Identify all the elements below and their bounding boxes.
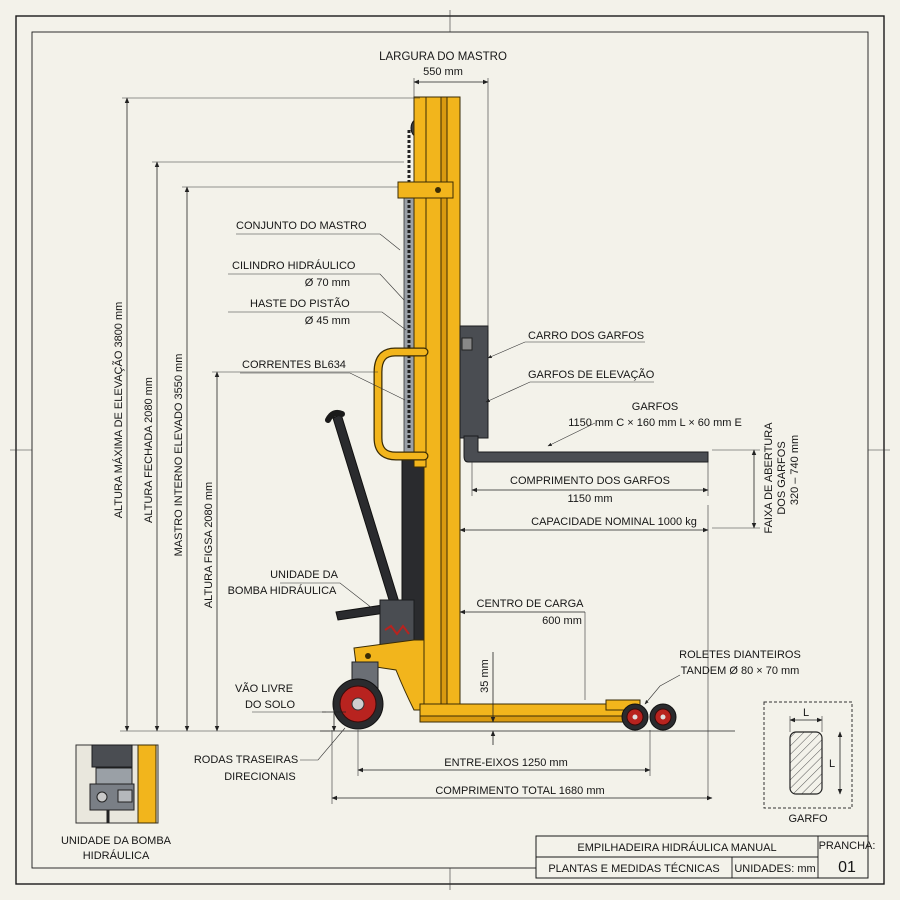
stacker-illustration — [325, 96, 709, 731]
cylinder-diameter-label: Ø 70 mm — [305, 277, 350, 289]
detail-pump-label-2: HIDRÁULICA — [83, 849, 150, 862]
closed-height-label: ALTURA FECHADA 2080 mm — [143, 377, 155, 523]
rated-capacity-label: CAPACIDADE NOMINAL 1000 kg — [531, 516, 697, 528]
fork-spread-value: 320 – 740 mm — [789, 435, 801, 505]
sheet-border — [10, 10, 890, 890]
chains-label: CORRENTES BL634 — [242, 359, 346, 371]
inner-mast — [413, 96, 427, 468]
front-rollers-label-2: TANDEM Ø 80 × 70 mm — [681, 665, 800, 677]
ground-clearance-label-1: VÃO LIVRE — [235, 682, 293, 695]
wheelbase-label: ENTRE-EIXOS 1250 mm — [444, 757, 567, 769]
extended-mast-label: MASTRO INTERNO ELEVADO 3550 mm — [173, 354, 185, 557]
mast-assembly-label: CONJUNTO DO MASTRO — [236, 220, 367, 232]
max-lift-height-label: ALTURA MÁXIMA DE ELEVAÇÃO 3800 mm — [112, 302, 125, 519]
fixed-height-label: ALTURA FIGSA 2080 mm — [203, 482, 215, 608]
overall-length-label: COMPRIMENTO TOTAL 1680 mm — [435, 785, 604, 797]
fork-section-title: GARFO — [788, 813, 828, 825]
piston-diameter-label: Ø 45 mm — [305, 315, 350, 327]
rear-chassis — [353, 639, 425, 711]
dimension-lines — [120, 78, 760, 804]
fork-length-title: COMPRIMENTO DOS GARFOS — [510, 475, 670, 487]
front-rollers-label-1: ROLETES DIANTEIROS — [679, 649, 801, 661]
load-center-value: 600 mm — [542, 615, 582, 627]
fork-section-width-letter: L — [803, 707, 809, 719]
fork-spread-label-1: FAIXA DE ABERTURA — [763, 422, 775, 534]
fork-spread-label-2: DOS GARFOS — [776, 441, 788, 514]
forks-dimensions: 1150 mm C × 160 mm L × 60 mm E — [568, 417, 742, 429]
lifting-fork — [463, 435, 709, 463]
pump-unit-detail: UNIDADE DA BOMBA HIDRÁULICA — [61, 744, 172, 862]
ground-clearance-label-2: DO SOLO — [245, 699, 296, 711]
fork-length-value: 1150 mm — [567, 493, 612, 505]
rear-wheels-label-1: RODAS TRASEIRAS — [194, 754, 298, 766]
fork-carriage-label: CARRO DOS GARFOS — [528, 330, 644, 342]
load-center-title: CENTRO DE CARGA — [477, 598, 585, 610]
pump-unit-label-1: UNIDADE DA — [270, 569, 339, 581]
fork-section-detail: L L GARFO — [763, 701, 853, 825]
pump-unit-label-2: BOMBA HIDRÁULICA — [228, 584, 337, 597]
front-tandem-rollers — [621, 703, 677, 731]
detail-pump-label-1: UNIDADE DA BOMBA — [61, 835, 172, 847]
title-block: EMPILHADEIRA HIDRÁULICA MANUAL PLANTAS E… — [535, 835, 876, 879]
rear-wheels-label-2: DIRECIONAIS — [224, 771, 296, 783]
mast-width-value: 550 mm — [423, 66, 463, 78]
mast-width-title: LARGURA DO MASTRO — [379, 51, 507, 63]
sheet-label: PRANCHA: — [819, 840, 876, 852]
clearance-value: 35 mm — [479, 659, 491, 693]
drawing-title: EMPILHADEIRA HIDRÁULICA MANUAL — [577, 841, 776, 854]
drawing-subtitle: PLANTAS E MEDIDAS TÉCNICAS — [548, 862, 719, 875]
piston-rod-label: HASTE DO PISTÃO — [250, 297, 350, 310]
forks-title: GARFOS — [632, 401, 678, 413]
sheet-number: 01 — [838, 859, 856, 876]
annotations: LARGURA DO MASTRO 550 mm CONJUNTO DO MAS… — [112, 51, 801, 797]
mast-crossbar — [397, 181, 454, 199]
rear-steering-wheel — [332, 661, 384, 730]
lifting-forks-label: GARFOS DE ELEVAÇÃO — [528, 368, 655, 381]
fork-section-height-letter: L — [829, 758, 835, 770]
hydraulic-cylinder-label: CILINDRO HIDRÁULICO — [232, 259, 356, 272]
units-label: UNIDADES: mm — [734, 863, 815, 875]
